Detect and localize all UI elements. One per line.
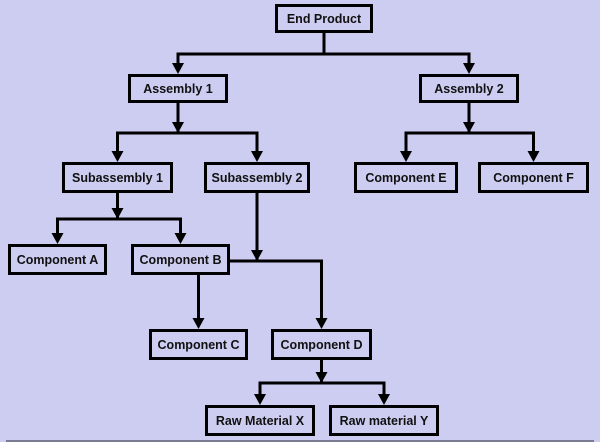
junction-arrowhead (463, 122, 475, 133)
arrowhead (254, 394, 266, 405)
node-component-c: Component C (149, 329, 248, 360)
node-raw-material-y: Raw material Y (329, 405, 439, 436)
arrowhead (51, 233, 64, 244)
node-component-d: Component D (271, 329, 372, 360)
node-assembly-1: Assembly 1 (128, 74, 228, 103)
arrowhead (192, 318, 205, 329)
node-component-b: Component B (131, 244, 230, 275)
junction-arrowhead (111, 208, 124, 219)
node-subassembly-1: Subassembly 1 (62, 162, 173, 193)
node-label: Raw Material X (215, 413, 305, 428)
node-component-f: Component F (478, 162, 589, 193)
arrowhead (315, 318, 328, 329)
node-label: Raw material Y (339, 413, 429, 428)
node-label: Subassembly 1 (71, 170, 163, 185)
arrowhead (527, 151, 540, 162)
node-label: Component F (493, 170, 574, 185)
arrowhead (400, 151, 412, 162)
node-label: Component D (280, 337, 363, 352)
node-label: Component A (16, 252, 99, 267)
node-subassembly-2: Subassembly 2 (204, 162, 310, 193)
node-label: Component B (139, 252, 222, 267)
node-end-product: End Product (275, 4, 373, 33)
node-label: Subassembly 2 (211, 170, 303, 185)
node-assembly-2: Assembly 2 (419, 74, 519, 103)
arrowhead (172, 63, 184, 74)
arrowhead (463, 63, 475, 74)
node-label: End Product (286, 11, 362, 26)
arrowhead (174, 233, 187, 244)
arrowhead (111, 151, 124, 162)
junction-arrowhead (172, 122, 184, 133)
node-label: Component E (365, 170, 447, 185)
arrowhead (251, 151, 263, 162)
node-label: Component C (157, 337, 240, 352)
bottom-divider (6, 440, 594, 442)
node-label: Assembly 1 (143, 81, 213, 96)
node-label: Assembly 2 (434, 81, 504, 96)
node-component-a: Component A (8, 244, 107, 275)
junction-arrowhead (251, 250, 263, 261)
node-component-e: Component E (354, 162, 458, 193)
arrowhead (378, 394, 390, 405)
junction-arrowhead (315, 372, 328, 383)
node-raw-material-x: Raw Material X (205, 405, 315, 436)
